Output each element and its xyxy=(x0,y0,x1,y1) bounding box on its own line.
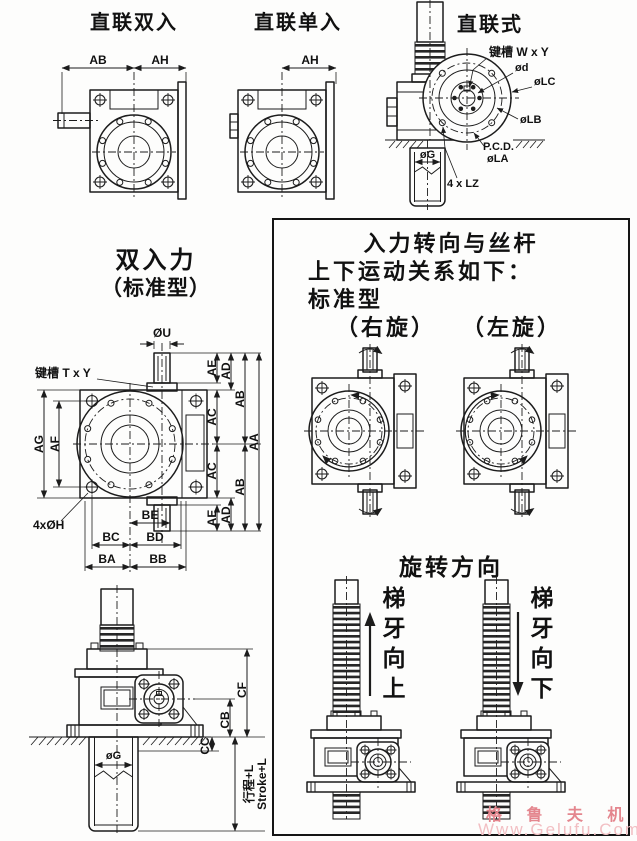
rotation-direction-title: 旋转方向 xyxy=(399,554,503,580)
dim-bb: BB xyxy=(149,552,167,566)
direct-single-input-drawing: AH xyxy=(229,53,337,200)
dim-cb: CB xyxy=(218,711,232,729)
dim-lb: øLB xyxy=(520,114,541,126)
dim-u: ØU xyxy=(153,326,171,340)
dim-ab-top: AB xyxy=(233,390,247,408)
input-shaft-arrow xyxy=(358,345,383,355)
dim-be: BE xyxy=(142,508,159,522)
label-right-hand: （右旋） xyxy=(336,315,437,340)
watermark-url: Www.Gelufu.Com xyxy=(478,820,637,839)
jack-thread-up-drawing xyxy=(306,576,416,820)
panel-heading-3: 标准型 xyxy=(308,287,384,312)
stroke-label-en: Stroke+L xyxy=(255,758,269,810)
title-direct-dual: 直联双入 xyxy=(90,12,178,34)
dim-g: øG xyxy=(106,750,121,762)
dim-ad-bottom: AD xyxy=(219,506,233,524)
title-direct-type: 直联式 xyxy=(457,14,523,36)
dim-ah: AH xyxy=(151,53,168,67)
panel-heading-2: 上下运动关系如下： xyxy=(308,259,534,284)
thread-down-label: 梯牙向下 xyxy=(527,586,553,706)
label-left-hand: （左旋） xyxy=(462,315,563,340)
pcd-label: P.C.D. xyxy=(483,141,514,153)
holes-label: 4 x LZ xyxy=(447,178,479,190)
dim-ae-top: AE xyxy=(205,360,219,377)
dim-ag: AG xyxy=(32,435,46,453)
dim-aa: AA xyxy=(247,433,261,451)
dim-ac-bottom: AC xyxy=(205,462,219,480)
input-shaft-arrow xyxy=(510,345,535,355)
direct-dual-input-drawing: AB AH xyxy=(53,53,187,200)
dim-d: ød xyxy=(515,62,528,74)
holes-label: 4xØH xyxy=(33,518,64,532)
dim-ab-bottom: AB xyxy=(233,478,247,496)
dim-ah: AH xyxy=(301,53,318,67)
dim-cf: CF xyxy=(235,682,249,698)
side-elevation-drawing: øG CF CB CC 行程+L Stroke+L xyxy=(29,585,269,835)
thread-up-label: 梯牙向上 xyxy=(379,586,405,706)
direct-type-drawing: øG 键槽 W x Y ød øLC øLB P.C.D. øLA 4 x LZ xyxy=(385,0,555,210)
keyway-label: 键槽 T x Y xyxy=(34,365,91,380)
dim-cc: CC xyxy=(198,737,212,755)
dim-ad-top: AD xyxy=(219,362,233,380)
rotation-relation-panel: 入力转向与丝杆 上下运动关系如下： 标准型 （右旋） （左旋） xyxy=(272,218,630,836)
dim-af: AF xyxy=(48,436,62,452)
dim-ba: BA xyxy=(98,552,116,566)
dim-ab: AB xyxy=(89,53,107,67)
right-hand-rotation-view xyxy=(304,344,424,518)
watermark-brand: 格 鲁 夫 机 械 xyxy=(486,807,637,824)
dim-bd: BD xyxy=(146,530,164,544)
jack-thread-down-drawing xyxy=(456,576,566,820)
dim-bc: BC xyxy=(102,530,120,544)
dim-ac-top: AC xyxy=(205,408,219,426)
dim-la: øLA xyxy=(487,153,508,165)
arrow-down-icon xyxy=(512,612,524,696)
arrow-up-icon xyxy=(364,612,376,696)
left-hand-rotation-view xyxy=(456,344,576,518)
dim-ae-bottom: AE xyxy=(205,510,219,527)
dual-input-dimension-drawing: ØU 键槽 T x Y AG AF AE AC AC AE AD AD xyxy=(32,326,263,573)
dim-g: øG xyxy=(420,149,435,161)
title-standard-type: （标准型） xyxy=(101,277,211,300)
title-direct-single: 直联单入 xyxy=(254,12,342,34)
dim-lc: øLC xyxy=(534,76,555,88)
keyway-label: 键槽 W x Y xyxy=(488,44,549,59)
bolt-holes xyxy=(99,118,169,186)
bolt-holes xyxy=(84,399,176,489)
bolt-holes xyxy=(247,118,317,186)
stroke-label-cn: 行程+L xyxy=(241,765,256,804)
panel-heading-1: 入力转向与丝杆 xyxy=(363,231,539,256)
title-dual-input: 双入力 xyxy=(115,247,197,274)
